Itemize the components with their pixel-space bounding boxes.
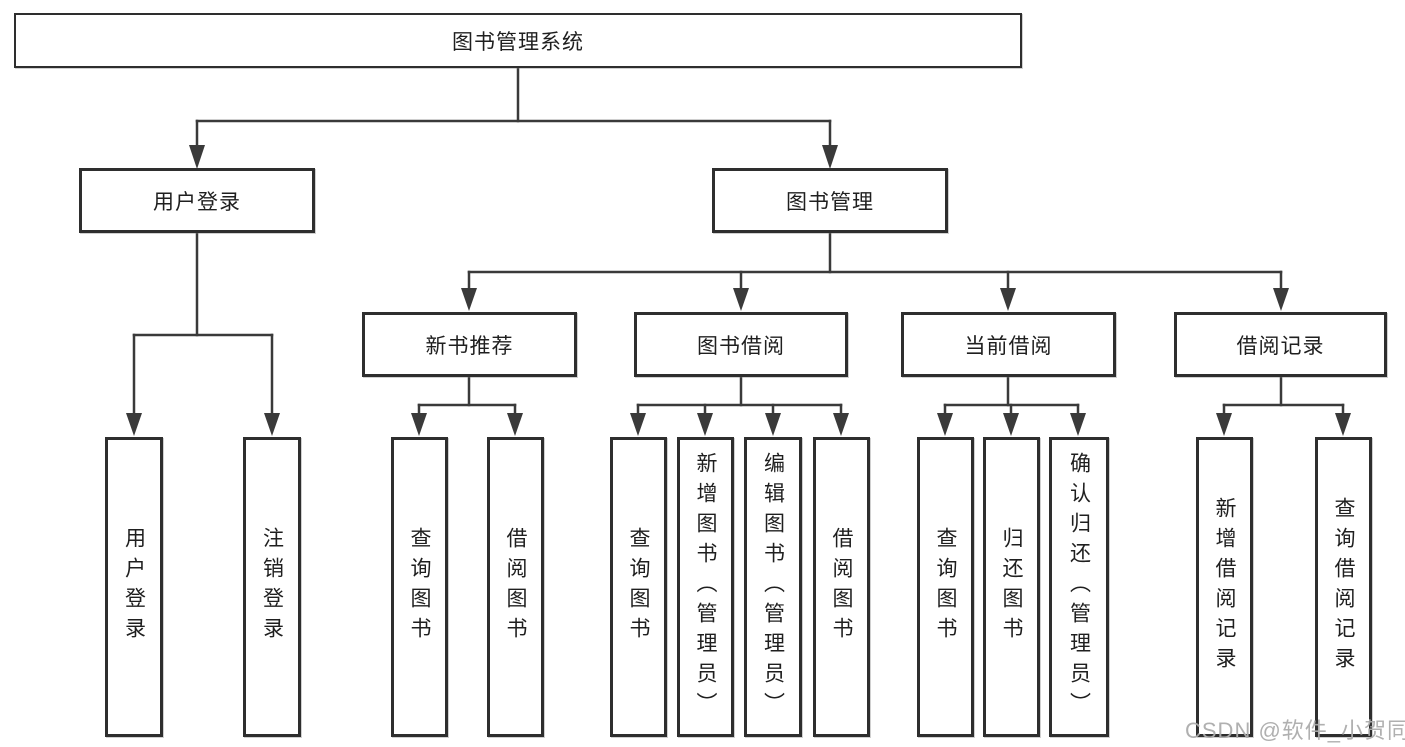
leaf-return-books: 归还图书 xyxy=(983,437,1040,737)
leaf-edit-books-admin: 编辑图书（管理员） xyxy=(744,437,802,737)
node-book-management: 图书管理 xyxy=(712,168,948,233)
node-label: 用户登录 xyxy=(153,190,241,214)
node-label: 查询图书 xyxy=(934,527,957,647)
leaf-borrow-books-1: 借阅图书 xyxy=(487,437,544,737)
node-label: 新增借阅记录 xyxy=(1213,497,1236,677)
leaf-query-books-3: 查询图书 xyxy=(917,437,974,737)
leaf-add-borrow-record: 新增借阅记录 xyxy=(1196,437,1253,737)
leaf-user-login: 用户登录 xyxy=(105,437,163,737)
node-label: 确认归还（管理员） xyxy=(1067,452,1091,722)
node-label: 查询图书 xyxy=(408,527,431,647)
node-label: 当前借阅 xyxy=(964,334,1053,358)
node-label: 图书借阅 xyxy=(697,334,785,358)
leaf-add-books-admin: 新增图书（管理员） xyxy=(677,437,734,737)
node-label: 借阅图书 xyxy=(504,527,527,647)
node-book-borrowing: 图书借阅 xyxy=(634,312,848,377)
node-label: 用户登录 xyxy=(122,527,146,647)
node-new-book-recommend: 新书推荐 xyxy=(362,312,577,377)
csdn-watermark: CSDN @软件_小贺同学 xyxy=(1185,718,1405,743)
node-current-borrowing: 当前借阅 xyxy=(901,312,1116,377)
leaf-query-borrow-record: 查询借阅记录 xyxy=(1315,437,1372,737)
node-label: 注销登录 xyxy=(260,527,284,647)
node-label: 新增图书（管理员） xyxy=(694,452,717,722)
leaf-query-books-2: 查询图书 xyxy=(610,437,667,737)
node-label: 编辑图书（管理员） xyxy=(761,452,785,722)
node-library-management-system: 图书管理系统 xyxy=(14,13,1022,68)
node-label: 新书推荐 xyxy=(425,334,514,358)
leaf-query-books-1: 查询图书 xyxy=(391,437,448,737)
node-label: 借阅记录 xyxy=(1236,334,1325,358)
node-label: 借阅图书 xyxy=(830,527,853,647)
node-label: 查询借阅记录 xyxy=(1332,497,1355,677)
leaf-confirm-return-admin: 确认归还（管理员） xyxy=(1049,437,1109,737)
node-user-login: 用户登录 xyxy=(79,168,315,233)
node-label: 归还图书 xyxy=(1000,527,1023,647)
leaf-borrow-books-2: 借阅图书 xyxy=(813,437,870,737)
node-label: 查询图书 xyxy=(627,527,650,647)
leaf-logout: 注销登录 xyxy=(243,437,301,737)
node-borrowing-records: 借阅记录 xyxy=(1174,312,1387,377)
node-label: 图书管理 xyxy=(786,190,874,214)
node-label: 图书管理系统 xyxy=(452,30,584,54)
arrowheads xyxy=(126,145,1351,436)
